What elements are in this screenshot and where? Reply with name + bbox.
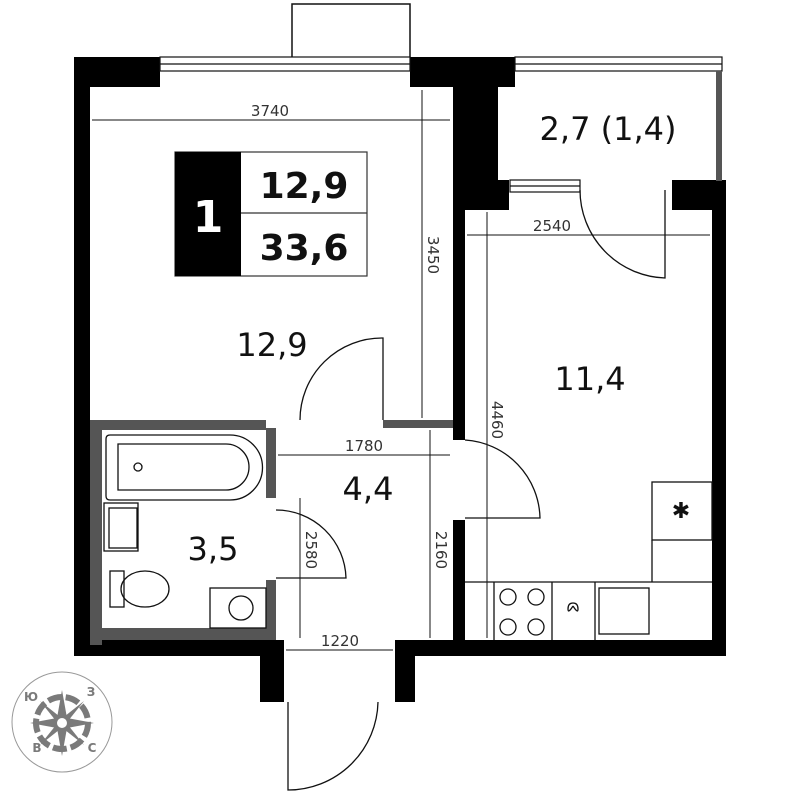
apartment-badge: 1 12,9 33,6 — [174, 151, 368, 277]
dim-living-depth: 3450 — [424, 236, 442, 274]
dim-hall-depth: 2160 — [432, 531, 450, 569]
windows — [159, 56, 723, 193]
partitions — [90, 420, 453, 645]
compass-icon: Ю З В С — [11, 671, 113, 773]
dim-kitchen-width: 2540 — [533, 217, 571, 235]
dim-bath-depth: 2580 — [302, 531, 320, 569]
exterior-walls — [74, 57, 726, 702]
dim-hall-width: 1780 — [345, 437, 383, 455]
window-bay — [291, 3, 411, 60]
area-living-room: 12,9 — [236, 326, 307, 364]
fridge-icon: ✱ — [672, 499, 690, 524]
badge-total-area: 33,6 — [260, 228, 349, 269]
area-hallway: 4,4 — [343, 470, 394, 508]
bathroom-fixtures — [103, 434, 267, 629]
compass-north: С — [88, 741, 97, 755]
dim-kitchen-depth: 4460 — [488, 401, 506, 439]
badge-living-area: 12,9 — [260, 166, 349, 207]
dim-living-width: 3740 — [251, 102, 289, 120]
area-bathroom: 3,5 — [188, 530, 239, 568]
dim-entry-width: 1220 — [321, 632, 359, 650]
area-balcony: 2,7 (1,4) — [540, 110, 677, 148]
compass-east: В — [32, 741, 41, 755]
dimension-lines — [92, 90, 710, 651]
compass-west: З — [87, 685, 96, 699]
balcony-rail — [716, 71, 722, 181]
compass-south: Ю — [24, 690, 38, 704]
doors — [275, 189, 666, 791]
badge-rooms: 1 — [193, 192, 224, 243]
area-kitchen: 11,4 — [554, 360, 625, 398]
kitchen-fixtures — [465, 481, 713, 640]
